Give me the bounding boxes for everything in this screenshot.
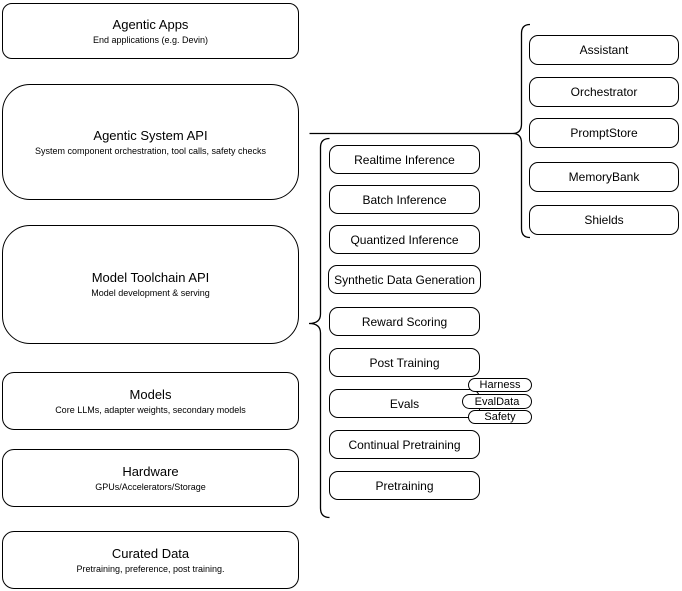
box-agentic-system-api: Agentic System API System component orch… bbox=[2, 84, 299, 200]
box-title: Agentic System API bbox=[93, 127, 208, 143]
box-title: Curated Data bbox=[111, 545, 190, 561]
toolchain-item-pretraining: Pretraining bbox=[329, 471, 480, 500]
chip-label: Reward Scoring bbox=[361, 314, 448, 329]
toolchain-item-realtime-inference: Realtime Inference bbox=[329, 145, 480, 174]
system-item-assistant: Assistant bbox=[529, 35, 679, 65]
chip-label: Continual Pretraining bbox=[348, 437, 461, 452]
chip-label: Post Training bbox=[369, 355, 440, 370]
box-title: Model Toolchain API bbox=[91, 270, 210, 285]
chip-label: MemoryBank bbox=[568, 170, 640, 184]
toolchain-item-reward-scoring: Reward Scoring bbox=[329, 307, 480, 336]
toolchain-item-batch-inference: Batch Inference bbox=[329, 185, 480, 214]
system-item-orchestrator: Orchestrator bbox=[529, 77, 679, 107]
toolchain-item-post-training: Post Training bbox=[329, 348, 480, 377]
tag-label: EvalData bbox=[474, 395, 520, 408]
box-subtitle: Core LLMs, adapter weights, secondary mo… bbox=[55, 404, 246, 415]
evals-tag-harness: Harness bbox=[468, 378, 532, 392]
system-item-shields: Shields bbox=[529, 205, 679, 235]
chip-label: Evals bbox=[389, 396, 420, 411]
chip-label: Assistant bbox=[579, 43, 629, 57]
chip-label: Batch Inference bbox=[362, 192, 447, 207]
chip-label: Orchestrator bbox=[570, 85, 638, 99]
toolchain-group-brace bbox=[308, 137, 330, 519]
chip-label: Shields bbox=[584, 213, 624, 227]
chip-label: Synthetic Data Generation bbox=[334, 272, 475, 287]
system-item-memorybank: MemoryBank bbox=[529, 162, 679, 192]
box-subtitle: Model development & serving bbox=[91, 288, 210, 298]
box-title: Models bbox=[129, 386, 172, 402]
chip-label: Pretraining bbox=[375, 478, 434, 493]
box-models: Models Core LLMs, adapter weights, secon… bbox=[2, 372, 299, 430]
system-item-promptstore: PromptStore bbox=[529, 118, 679, 148]
evals-tag-safety: Safety bbox=[468, 410, 532, 424]
box-title: Hardware bbox=[122, 463, 179, 479]
chip-label: Realtime Inference bbox=[354, 152, 455, 167]
system-group-brace bbox=[512, 23, 531, 239]
chip-label: Quantized Inference bbox=[350, 232, 459, 247]
box-subtitle: End applications (e.g. Devin) bbox=[92, 34, 209, 45]
box-subtitle: Pretraining, preference, post training. bbox=[76, 563, 225, 574]
toolchain-item-quantized-inference: Quantized Inference bbox=[329, 225, 480, 254]
box-subtitle: GPUs/Accelerators/Storage bbox=[95, 481, 206, 492]
box-subtitle: System component orchestration, tool cal… bbox=[34, 145, 267, 156]
box-hardware: Hardware GPUs/Accelerators/Storage bbox=[2, 449, 299, 507]
box-curated-data: Curated Data Pretraining, preference, po… bbox=[2, 531, 299, 589]
box-title: Agentic Apps bbox=[112, 16, 189, 32]
tag-label: Harness bbox=[479, 379, 521, 391]
toolchain-item-synthetic-data-generation: Synthetic Data Generation bbox=[328, 265, 481, 294]
box-model-toolchain-api: Model Toolchain API Model development & … bbox=[2, 225, 299, 344]
toolchain-item-evals: Evals bbox=[329, 389, 480, 418]
tag-label: Safety bbox=[484, 411, 516, 423]
toolchain-item-continual-pretraining: Continual Pretraining bbox=[329, 430, 480, 459]
box-agentic-apps: Agentic Apps End applications (e.g. Devi… bbox=[2, 3, 299, 59]
evals-tag-evaldata: EvalData bbox=[462, 394, 532, 409]
chip-label: PromptStore bbox=[570, 126, 638, 140]
